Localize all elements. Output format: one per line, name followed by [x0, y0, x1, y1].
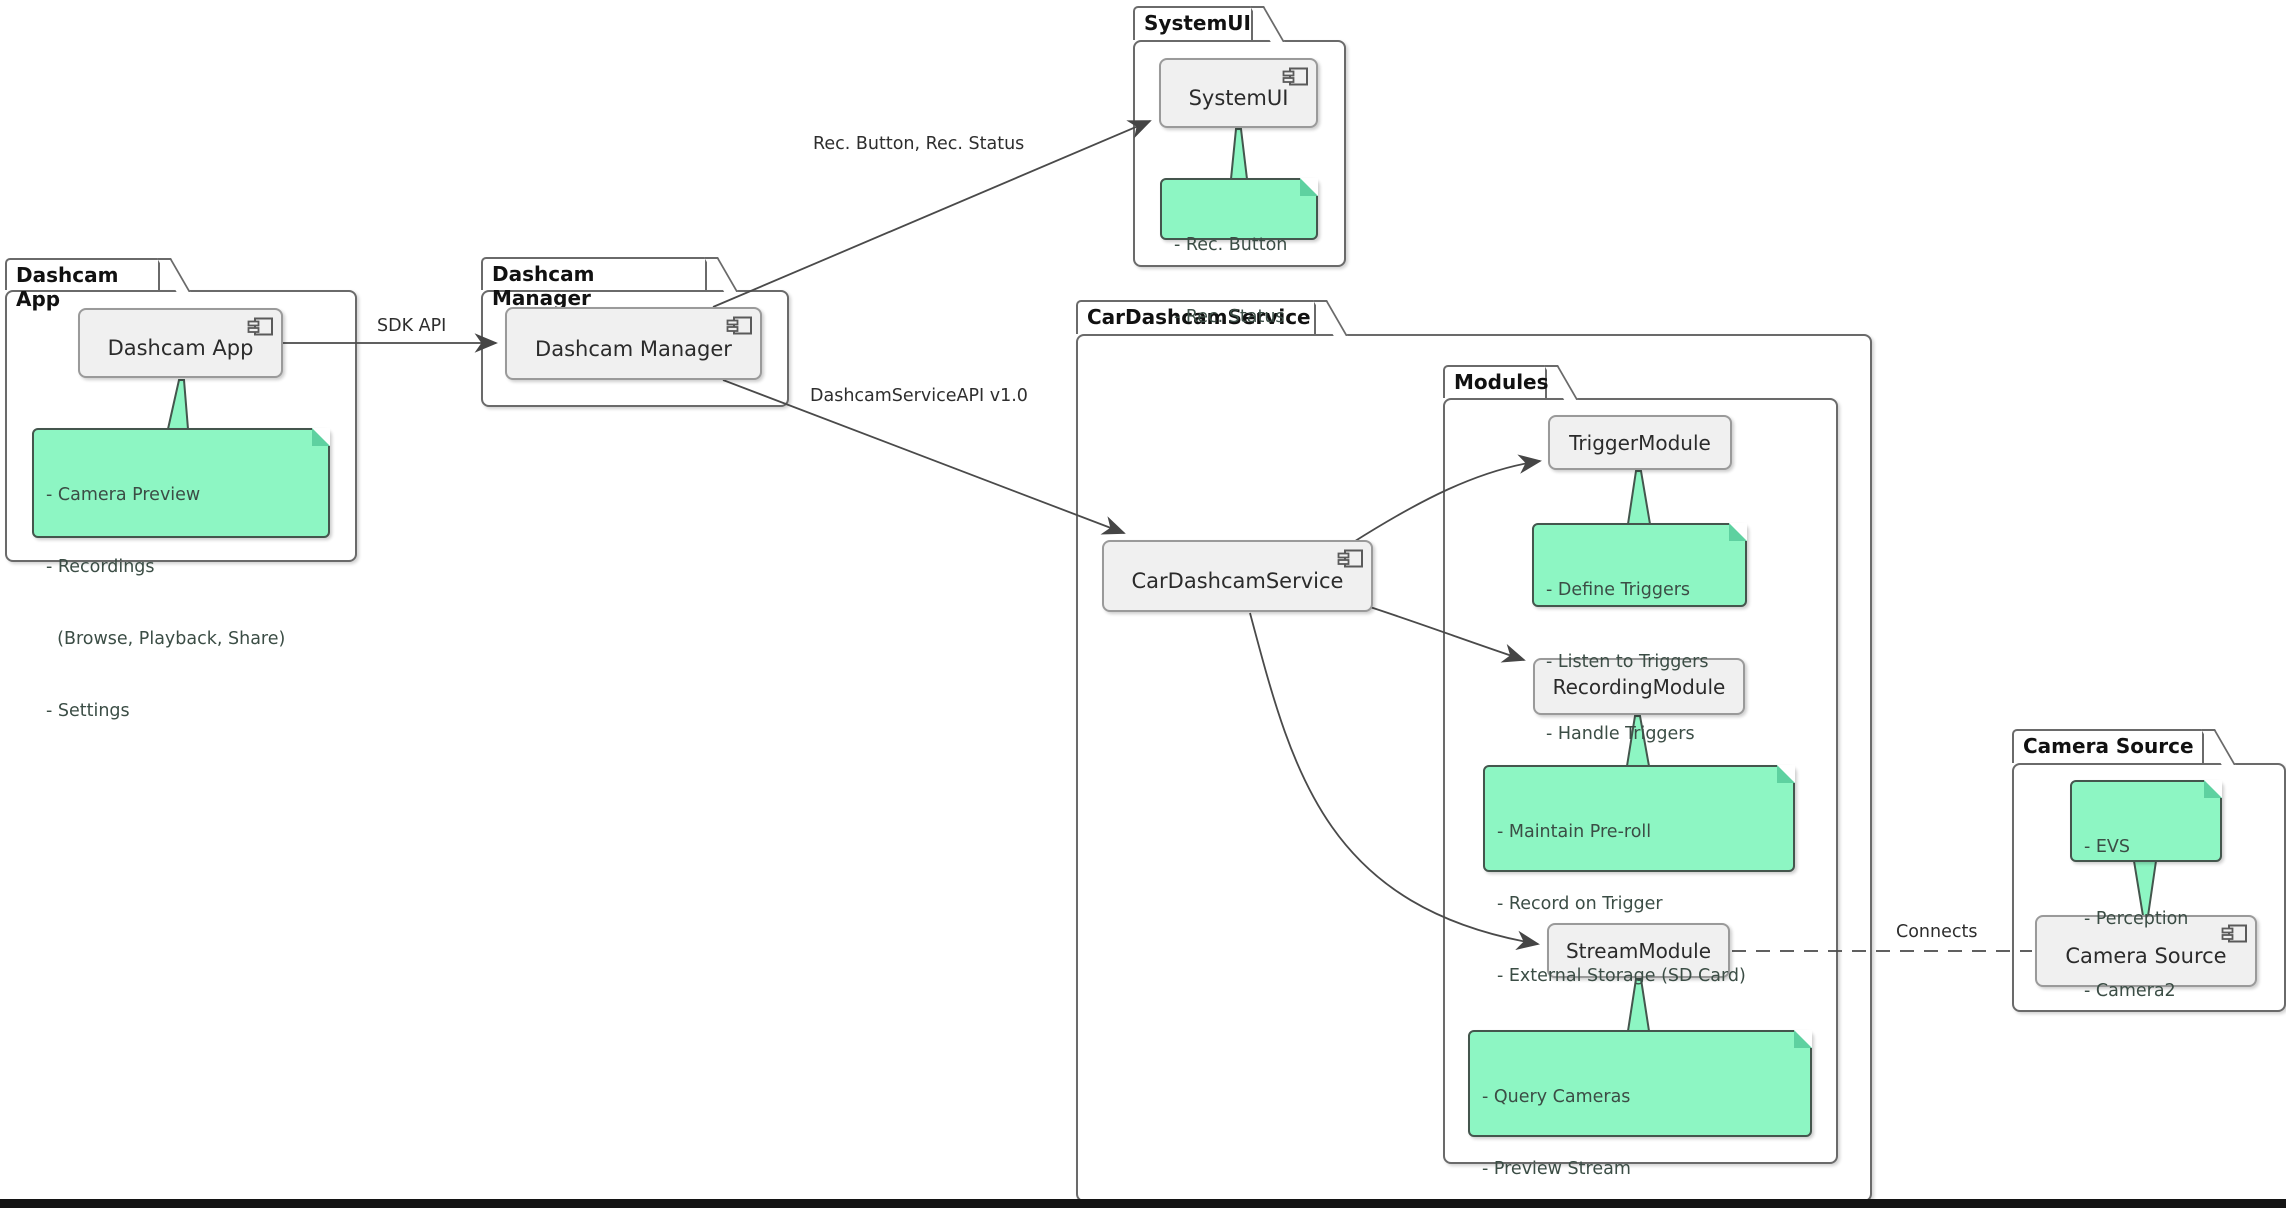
component-recording-module: RecordingModule: [1533, 658, 1745, 715]
note-trigger-module: - Define Triggers - Listen to Triggers -…: [1532, 523, 1747, 744]
component-label: Dashcam Manager: [535, 336, 732, 361]
edge-label-connects: Connects: [1896, 922, 1978, 942]
note-line: - Rec. Status: [1174, 307, 1285, 327]
note-line: - Handle Triggers: [1546, 724, 1695, 744]
note-line: - Preview Stream: [1482, 1159, 1631, 1179]
note-line: - Camera Preview: [46, 485, 201, 505]
component-label: Dashcam App: [107, 336, 254, 360]
note-line: - Perception: [2084, 909, 2189, 929]
component-icon: [247, 317, 273, 336]
edge-label-dashcam-service-api: DashcamServiceAPI v1.0: [810, 386, 1028, 406]
component-trigger-module: TriggerModule: [1548, 415, 1732, 470]
component-stream-module: StreamModule: [1547, 923, 1730, 978]
note-line: - Define Triggers: [1546, 580, 1691, 600]
note-line: (Browse, Playback, Share): [46, 629, 286, 649]
component-systemui: SystemUI: [1159, 58, 1318, 128]
note-line: - Rec. Button: [1174, 235, 1288, 255]
package-title: SystemUI: [1144, 11, 1251, 35]
component-dashcam-manager: Dashcam Manager: [505, 307, 762, 380]
component-camera-source: Camera Source: [2035, 915, 2257, 987]
edge-label-rec-button-status: Rec. Button, Rec. Status: [813, 134, 1025, 154]
package-title: Camera Source: [2023, 734, 2194, 758]
component-dashcam-app: Dashcam App: [78, 308, 283, 378]
package-title: Dashcam Manager: [492, 262, 595, 310]
note-line: - EVS: [2084, 837, 2131, 857]
package-dashcam-manager-tab: Dashcam Manager: [481, 257, 707, 310]
note-line: - External Storage (SD Card): [1497, 966, 1746, 986]
component-label: SystemUI: [1188, 86, 1289, 110]
component-icon: [726, 316, 752, 335]
package-modules-tab: Modules: [1443, 365, 1549, 398]
package-car-dashcam-service-tab: CarDashcamService: [1076, 300, 1316, 334]
package-systemui-tab: SystemUI: [1133, 6, 1253, 40]
note-line: - Recordings: [46, 557, 155, 577]
note-systemui: - Rec. Button - Rec. Status: [1160, 178, 1318, 327]
note-line: - Settings: [46, 701, 130, 721]
bottom-bar: [0, 1199, 2286, 1208]
note-dashcam-app: - Camera Preview - Recordings (Browse, P…: [32, 428, 330, 721]
package-dashcam-app-tab: Dashcam App: [5, 258, 160, 311]
package-title: CarDashcamService: [1087, 305, 1311, 329]
package-title: Modules: [1454, 370, 1549, 394]
note-line: - Camera2: [2084, 981, 2176, 1001]
note-camera-source: - EVS - Perception - Camera2: [2070, 780, 2222, 1001]
note-recording-module: - Maintain Pre-roll - Record on Trigger …: [1483, 765, 1795, 1058]
component-icon: [1337, 549, 1363, 568]
package-camera-source-tab: Camera Source: [2012, 729, 2204, 763]
note-line: - Query Cameras: [1482, 1087, 1631, 1107]
component-icon: [2221, 924, 2247, 943]
component-label: RecordingModule: [1552, 674, 1726, 699]
component-icon: [1282, 67, 1308, 86]
component-car-dashcam-service: CarDashcamService: [1102, 540, 1373, 612]
component-label: TriggerModule: [1569, 430, 1711, 455]
package-title: Dashcam App: [16, 263, 119, 311]
note-stream-module: - Query Cameras - Preview Stream - Snaps…: [1468, 1030, 1812, 1179]
component-label: Camera Source: [2065, 944, 2227, 968]
component-label: CarDashcamService: [1131, 569, 1344, 593]
note-line: - Record on Trigger: [1497, 894, 1663, 914]
edge-label-sdk-api: SDK API: [377, 316, 447, 336]
component-label: StreamModule: [1565, 938, 1712, 963]
note-line: - Listen to Triggers: [1546, 652, 1709, 672]
note-line: - Maintain Pre-roll: [1497, 822, 1652, 842]
